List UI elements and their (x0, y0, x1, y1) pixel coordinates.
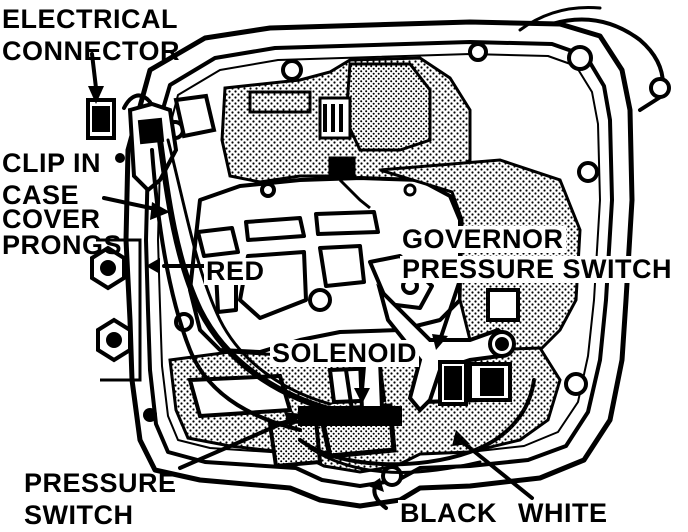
left-nuts (90, 238, 142, 382)
label-solenoid: SOLENOID (270, 338, 420, 368)
label-electrical-connector-line2: CONNECTOR (2, 36, 181, 66)
callout-arrowheads (88, 86, 470, 492)
callout-leaders (90, 52, 534, 510)
label-clip-in-line3: COVER (2, 204, 101, 234)
upper-valve-body (220, 56, 472, 188)
label-governor-pressure-switch: PRESSURE SWITCH (400, 254, 675, 284)
label-white-wire: WHITE (516, 498, 610, 528)
label-pressure-switch-line1: PRESSURE (24, 468, 177, 498)
transmission-case (123, 6, 665, 509)
label-electrical-connector-line1: ELECTRICAL (2, 4, 178, 34)
label-black-wire: BLACK (398, 498, 499, 528)
case-bolt-holes (165, 42, 671, 487)
label-governor: GOVERNOR (400, 224, 566, 254)
label-pressure-switch-line2: SWITCH (24, 500, 134, 530)
label-clip-in-line2: CASE (2, 180, 80, 210)
label-red-wire: RED (204, 256, 267, 286)
label-clip-in-line1: CLIP IN (2, 148, 102, 178)
electrical-connector (86, 93, 217, 193)
label-clip-in-line4: PRONGS (2, 230, 123, 260)
wiring-harness (122, 93, 536, 474)
